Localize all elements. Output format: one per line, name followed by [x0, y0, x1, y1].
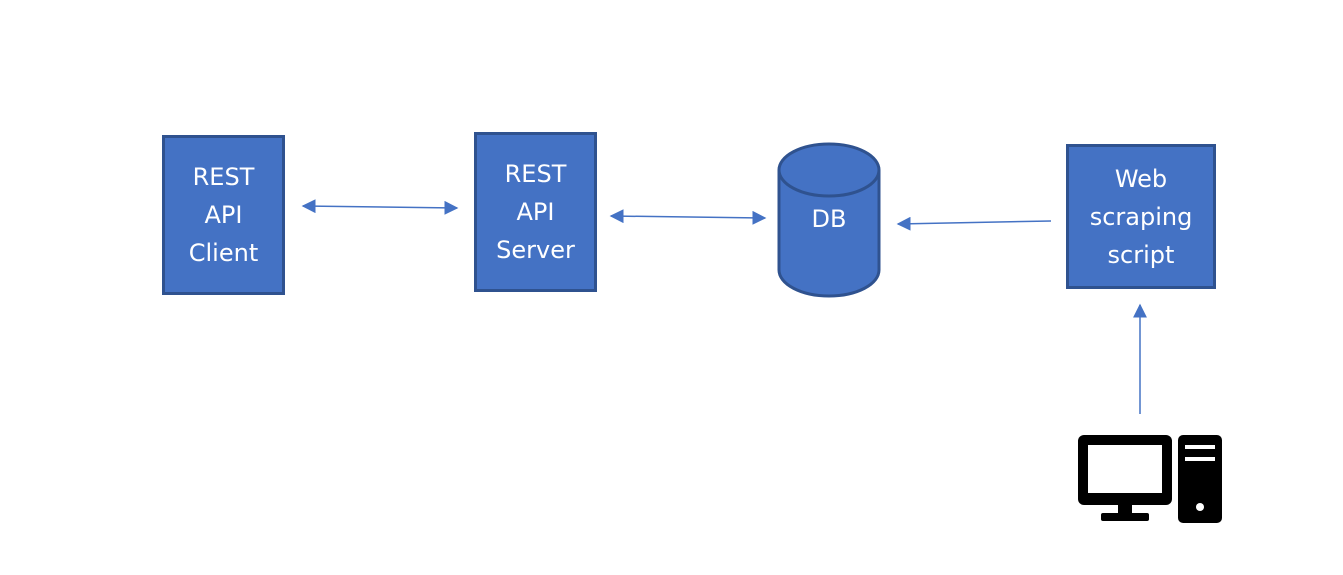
- web-scraping-script-box: Web scraping script: [1066, 144, 1216, 289]
- arrow-client-server: [301, 199, 459, 215]
- client-label-line-2: API: [204, 201, 243, 229]
- client-label-line-1: REST: [192, 163, 255, 191]
- server-label-line-3: Server: [496, 236, 575, 264]
- arrow-scraper-db: [896, 216, 1052, 231]
- arrow-server-db: [609, 209, 767, 225]
- scraper-label-line-1: Web: [1114, 164, 1168, 193]
- server-label-line-1: REST: [504, 160, 567, 188]
- scraper-label-line-2: scraping: [1089, 202, 1193, 231]
- rest-api-client-box: REST API Client: [162, 135, 285, 295]
- scraper-label-line-3: script: [1107, 240, 1175, 269]
- server-label-line-2: API: [516, 198, 555, 226]
- rest-api-server-box: REST API Server: [474, 132, 597, 292]
- db-label: DB: [811, 205, 847, 233]
- client-label-line-3: Client: [188, 239, 259, 267]
